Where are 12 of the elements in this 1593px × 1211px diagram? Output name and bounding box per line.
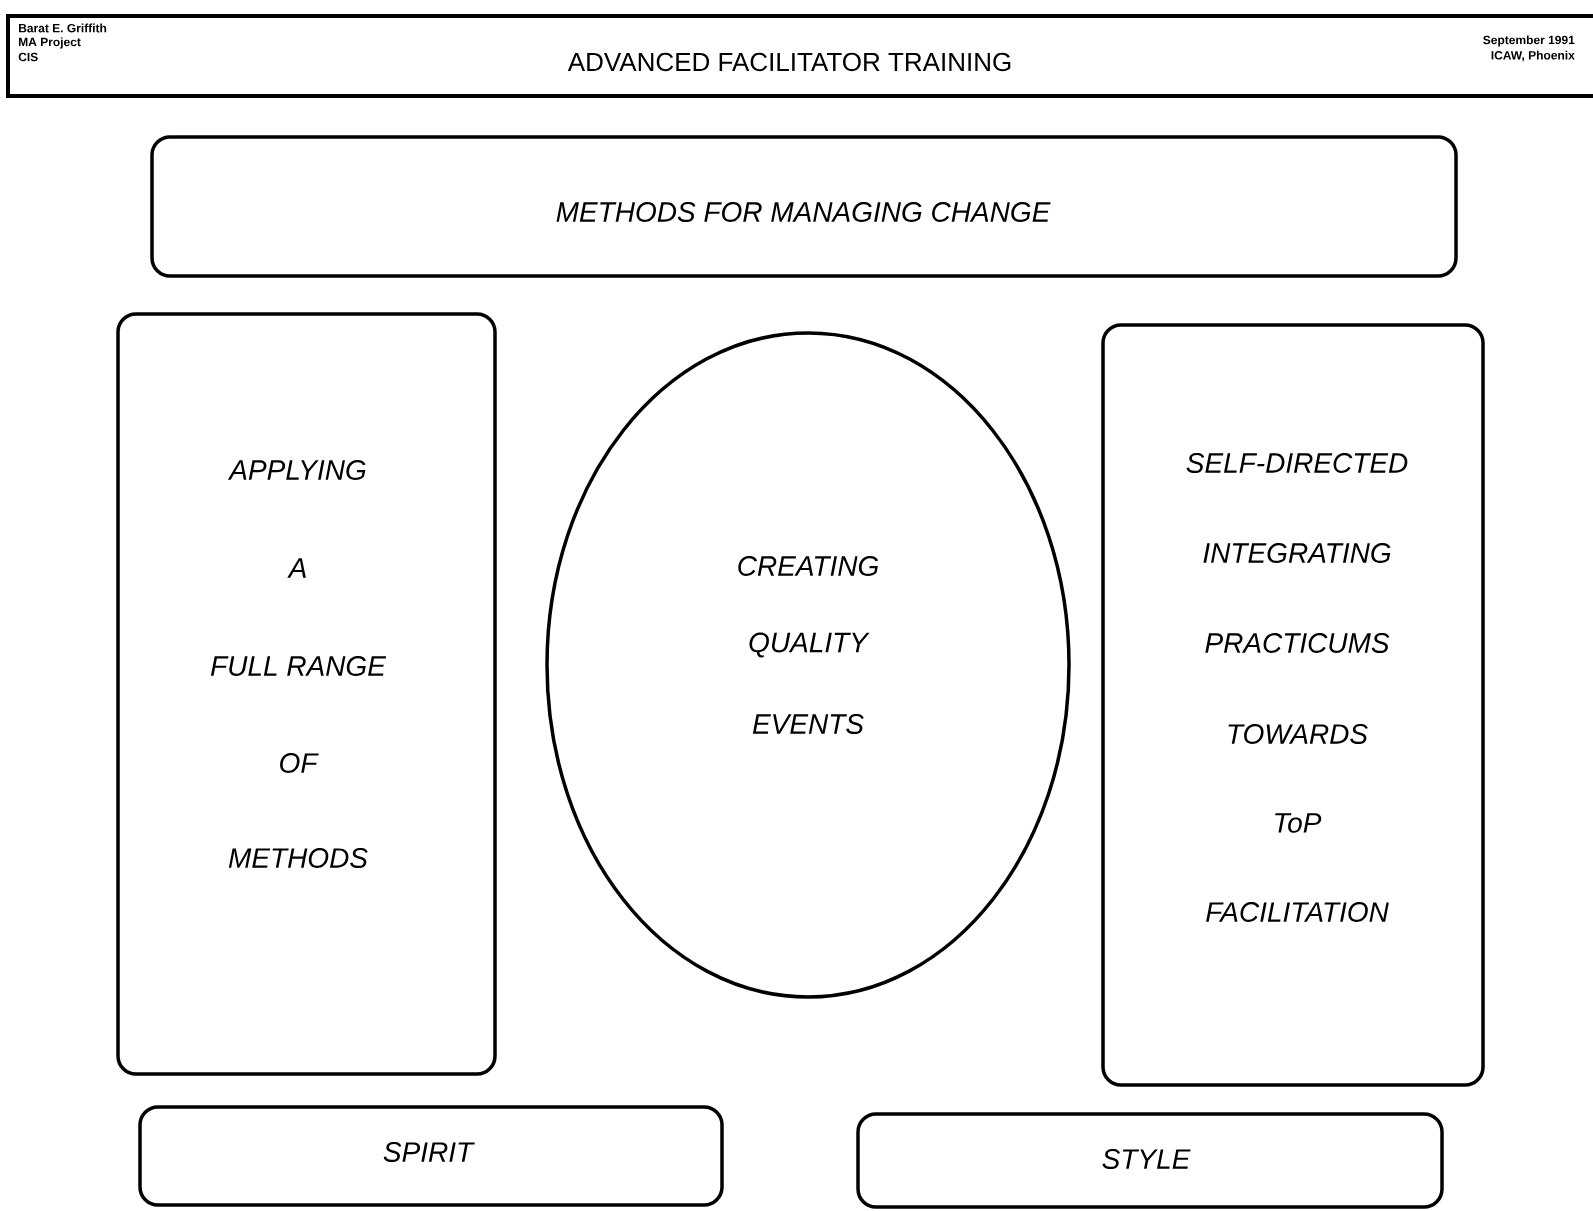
rounded-box: METHODS FOR MANAGING CHANGE bbox=[150, 135, 1458, 278]
rounded-box: SELF-DIRECTED INTEGRATING PRACTICUMS TOWARDS ToP FACILITATION bbox=[1101, 323, 1485, 1087]
rounded-box: STYLE bbox=[856, 1112, 1444, 1209]
header-note: September 1991 bbox=[1483, 35, 1575, 47]
rounded-box: APPLYING A FULL RANGE OF METHODS bbox=[116, 312, 497, 1076]
header-note: CIS bbox=[18, 52, 38, 62]
oval: CREATING QUALITY EVENTS bbox=[545, 331, 1071, 999]
header-note: Barat E. Griffith bbox=[19, 23, 107, 33]
rounded-box: SPIRIT bbox=[138, 1105, 724, 1207]
header-note: ICAW, Phoenix bbox=[1491, 50, 1575, 62]
header-note: MA Project bbox=[19, 37, 81, 49]
title: ADVANCED FACILITATOR TRAINING bbox=[567, 52, 1011, 72]
